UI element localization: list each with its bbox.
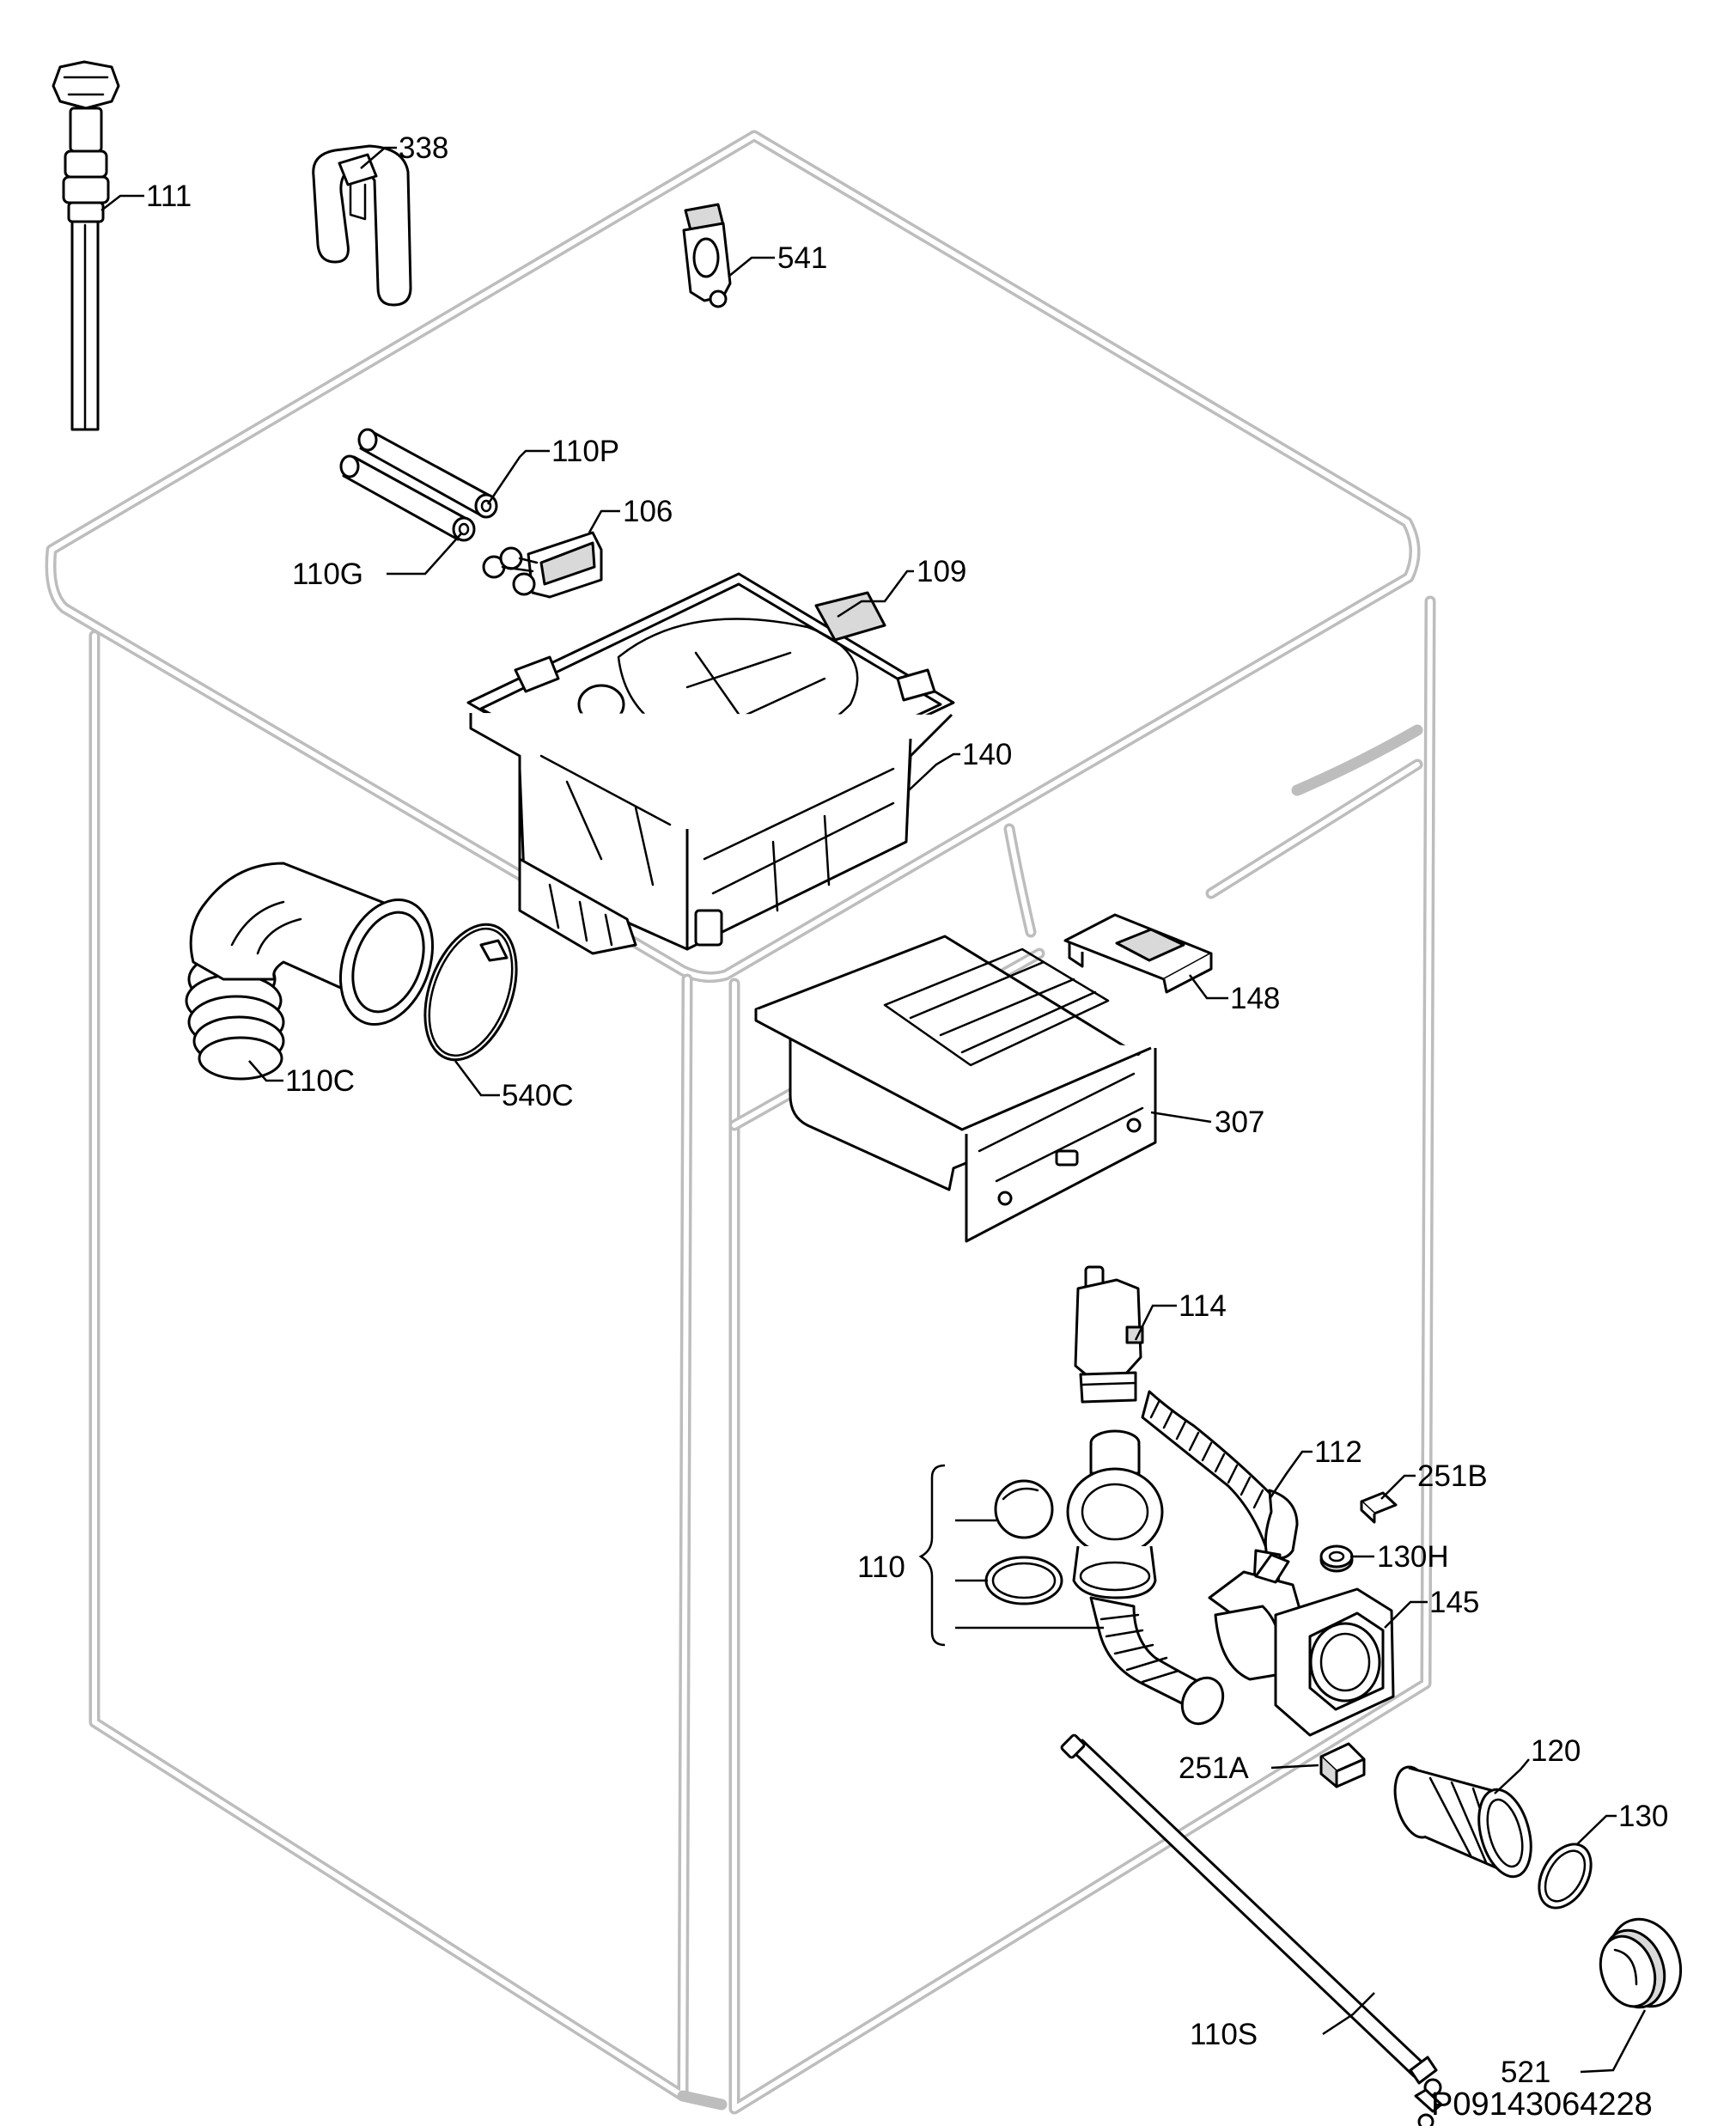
part-540c-clamp-ring [423, 923, 518, 1062]
label-110p: 110P [551, 435, 619, 468]
label-307: 307 [1215, 1106, 1264, 1139]
label-109: 109 [917, 555, 966, 588]
label-145: 145 [1429, 1586, 1479, 1619]
cabinet-outline [45, 130, 1436, 2115]
label-521: 521 [1501, 2056, 1550, 2089]
part-labels: 111 338 541 110P 106 110G 109 140 110C 5… [146, 131, 1668, 2089]
label-130h: 130H [1377, 1540, 1449, 1574]
cabinet-left-side [88, 630, 728, 2111]
label-110g: 110G [292, 557, 363, 591]
part-130-seal-ring [1538, 1843, 1593, 1910]
part-110c-bellows-hose [185, 862, 435, 1081]
label-110: 110 [857, 1550, 905, 1584]
part-338-hose-guide [312, 144, 412, 307]
label-106: 106 [623, 495, 673, 528]
part-541-clip [682, 203, 732, 308]
part-111-inlet-hose [52, 60, 120, 431]
label-130: 130 [1618, 1800, 1668, 1833]
part-110s-drain-tube [1060, 1733, 1443, 2126]
part-114-pressure-chamber [1074, 1265, 1144, 1404]
part-521-filter-cap [1599, 1917, 1683, 2009]
label-251b: 251B [1417, 1459, 1488, 1493]
label-541: 541 [777, 241, 827, 275]
part-110g-tube [339, 454, 476, 542]
part-106-valve [482, 531, 603, 599]
label-114: 114 [1179, 1289, 1227, 1323]
cabinet-top-panel [45, 130, 1421, 984]
part-148-flap [1063, 913, 1213, 994]
label-110c: 110C [285, 1064, 355, 1098]
cabinet-front [728, 595, 1436, 2115]
drawing-reference-number: P09143064228 [1431, 2086, 1653, 2123]
label-110s: 110S [1190, 2018, 1258, 2051]
label-111: 111 [146, 180, 192, 213]
part-110-ring [984, 1556, 1063, 1605]
label-148: 148 [1230, 982, 1280, 1015]
label-140: 140 [962, 738, 1012, 771]
label-251a: 251A [1179, 1751, 1249, 1785]
part-110-bracket [918, 1464, 946, 1647]
part-251b-clip [1360, 1491, 1398, 1524]
part-110-sump-hose [1066, 1429, 1225, 1726]
part-110-ball [994, 1479, 1054, 1539]
part-140-dispenser-housing [469, 713, 953, 955]
part-307-detergent-drawer [754, 935, 1157, 1243]
part-130h-seal [1319, 1544, 1354, 1573]
part-145-drain-pump [1208, 1553, 1395, 1737]
label-112: 112 [1314, 1435, 1362, 1469]
part-251a-clip [1319, 1742, 1366, 1788]
part-110p-tube [357, 428, 498, 519]
part-120-filter [1393, 1765, 1532, 1879]
label-120: 120 [1531, 1734, 1581, 1768]
label-338: 338 [399, 131, 448, 165]
label-540c: 540C [502, 1079, 574, 1112]
leader-lines [101, 146, 1647, 2074]
